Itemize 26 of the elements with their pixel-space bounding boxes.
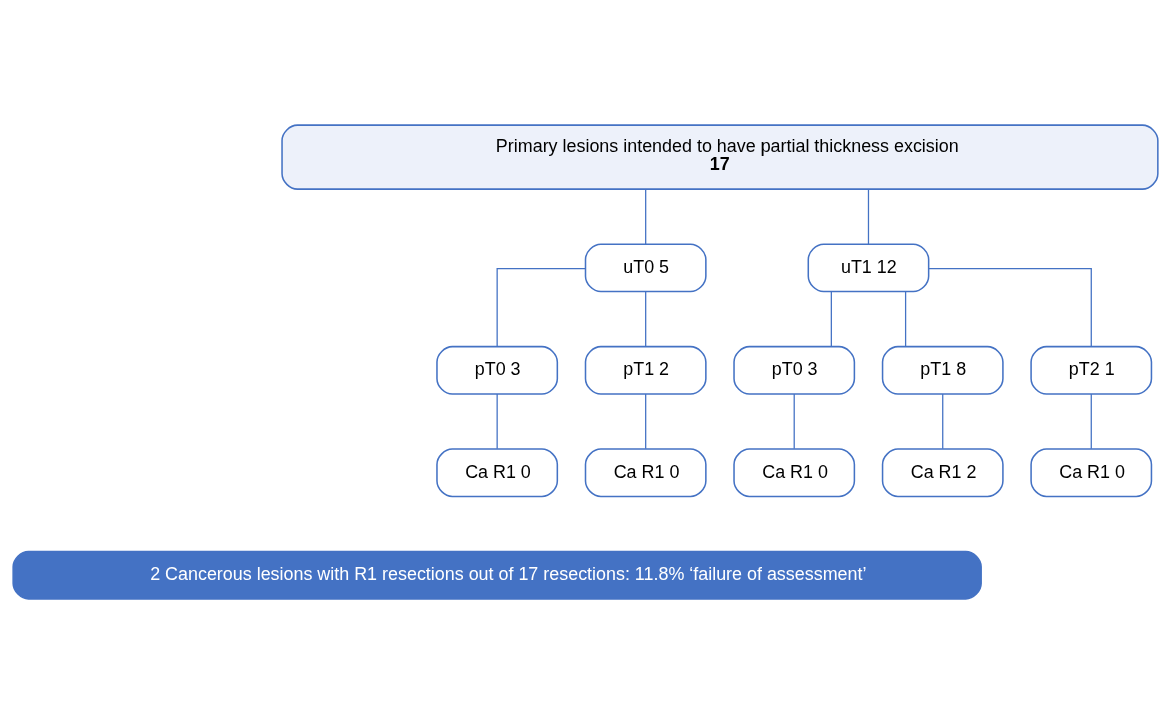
connector (942, 393, 944, 450)
connector (645, 393, 647, 450)
connector (928, 267, 1092, 347)
connector (1090, 393, 1092, 450)
node-box: Ca R1 0 (436, 448, 559, 498)
connector (645, 291, 647, 347)
node-box: Ca R1 2 (881, 448, 1004, 498)
node-box: Ca R1 0 (1030, 448, 1153, 498)
node-box: pT1 8 (881, 345, 1004, 395)
node-box: uT0 5 (584, 243, 707, 293)
node-box: 2 Cancerous lesions with R1 resections out of 17 resections: 11.8% ‘failure of assessment’ (12, 550, 982, 600)
node-box: Ca R1 0 (584, 448, 707, 498)
connector (645, 188, 647, 245)
connector (496, 393, 498, 450)
connector (830, 291, 832, 347)
connector (867, 188, 870, 245)
node-box: pT1 2 (584, 345, 707, 395)
connector (496, 267, 586, 347)
node-box: Ca R1 0 (733, 448, 856, 498)
connector (904, 291, 907, 347)
node-box: pT2 1 (1030, 345, 1153, 395)
node-box: uT1 12 (807, 243, 930, 293)
connector (793, 393, 795, 450)
node-box: pT0 3 (436, 345, 559, 395)
node-box: pT0 3 (733, 345, 856, 395)
node-box: Primary lesions intended to have partial thickness excision 17 (281, 124, 1159, 190)
